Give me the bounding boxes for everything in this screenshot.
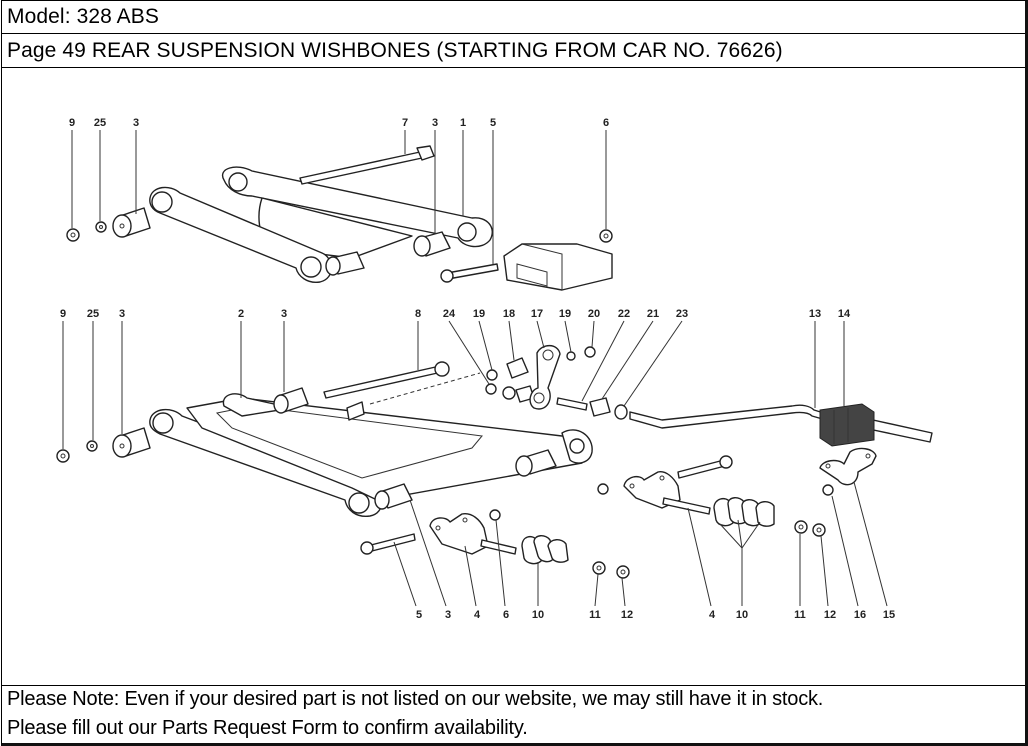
suspension-exploded-diagram: 9 25 3 7 3 1 5 6 [56, 117, 933, 621]
callout-18: 18 [503, 308, 515, 320]
callout-12b: 12 [824, 609, 836, 621]
callout-11b: 11 [794, 609, 806, 621]
callout-25b: 25 [87, 308, 99, 320]
note-line-2: Please fill out our Parts Request Form t… [7, 717, 528, 739]
callout-9b: 9 [60, 308, 66, 320]
callout-5: 5 [490, 117, 496, 129]
callout-3e: 3 [445, 609, 451, 621]
callout-3: 3 [133, 117, 139, 129]
callout-4b: 4 [709, 609, 716, 621]
callout-3b: 3 [432, 117, 438, 129]
callout-12: 12 [621, 609, 633, 621]
lower-wishbone-assembly [56, 344, 933, 579]
callout-14: 14 [838, 308, 851, 320]
callout-16: 16 [854, 609, 866, 621]
callout-21: 21 [647, 308, 659, 320]
upper-wishbone-assembly [66, 145, 613, 291]
callout-19b: 19 [559, 308, 571, 320]
callout-10: 10 [532, 609, 544, 621]
callout-20: 20 [588, 308, 600, 320]
callout-7: 7 [402, 117, 408, 129]
callout-4: 4 [474, 609, 481, 621]
lower-callouts-bottom: 5 3 4 6 10 11 12 4 10 [393, 481, 895, 621]
note-line-1: Please Note: Even if your desired part i… [7, 688, 824, 710]
callout-24: 24 [443, 308, 456, 320]
callout-3c: 3 [119, 308, 125, 320]
footer-note: Please Note: Even if your desired part i… [2, 686, 1025, 743]
callout-23: 23 [676, 308, 688, 320]
callout-6: 6 [603, 117, 609, 129]
callout-3d: 3 [281, 308, 287, 320]
callout-17: 17 [531, 308, 543, 320]
callout-1: 1 [460, 117, 466, 129]
page-title: Page 49 REAR SUSPENSION WISHBONES (START… [7, 39, 783, 62]
callout-8: 8 [415, 308, 421, 320]
callout-13: 13 [809, 308, 821, 320]
callout-22: 22 [618, 308, 630, 320]
callout-10b: 10 [736, 609, 748, 621]
callout-25: 25 [94, 117, 106, 129]
callout-6b: 6 [503, 609, 509, 621]
model-label: Model: 328 ABS [7, 5, 159, 28]
callout-11: 11 [589, 609, 601, 621]
model-header-row: Model: 328 ABS [2, 1, 1025, 34]
callout-5b: 5 [416, 609, 422, 621]
exploded-diagram-panel: 9 25 3 7 3 1 5 6 [2, 68, 1025, 686]
callout-2: 2 [238, 308, 244, 320]
callout-15: 15 [883, 609, 895, 621]
callout-9: 9 [69, 117, 75, 129]
lower-callouts-top: 9 25 3 2 3 8 24 19 18 17 19 [60, 308, 851, 449]
page-title-row: Page 49 REAR SUSPENSION WISHBONES (START… [2, 34, 1025, 68]
callout-19: 19 [473, 308, 485, 320]
upper-callouts: 9 25 3 7 3 1 5 6 [69, 117, 609, 264]
